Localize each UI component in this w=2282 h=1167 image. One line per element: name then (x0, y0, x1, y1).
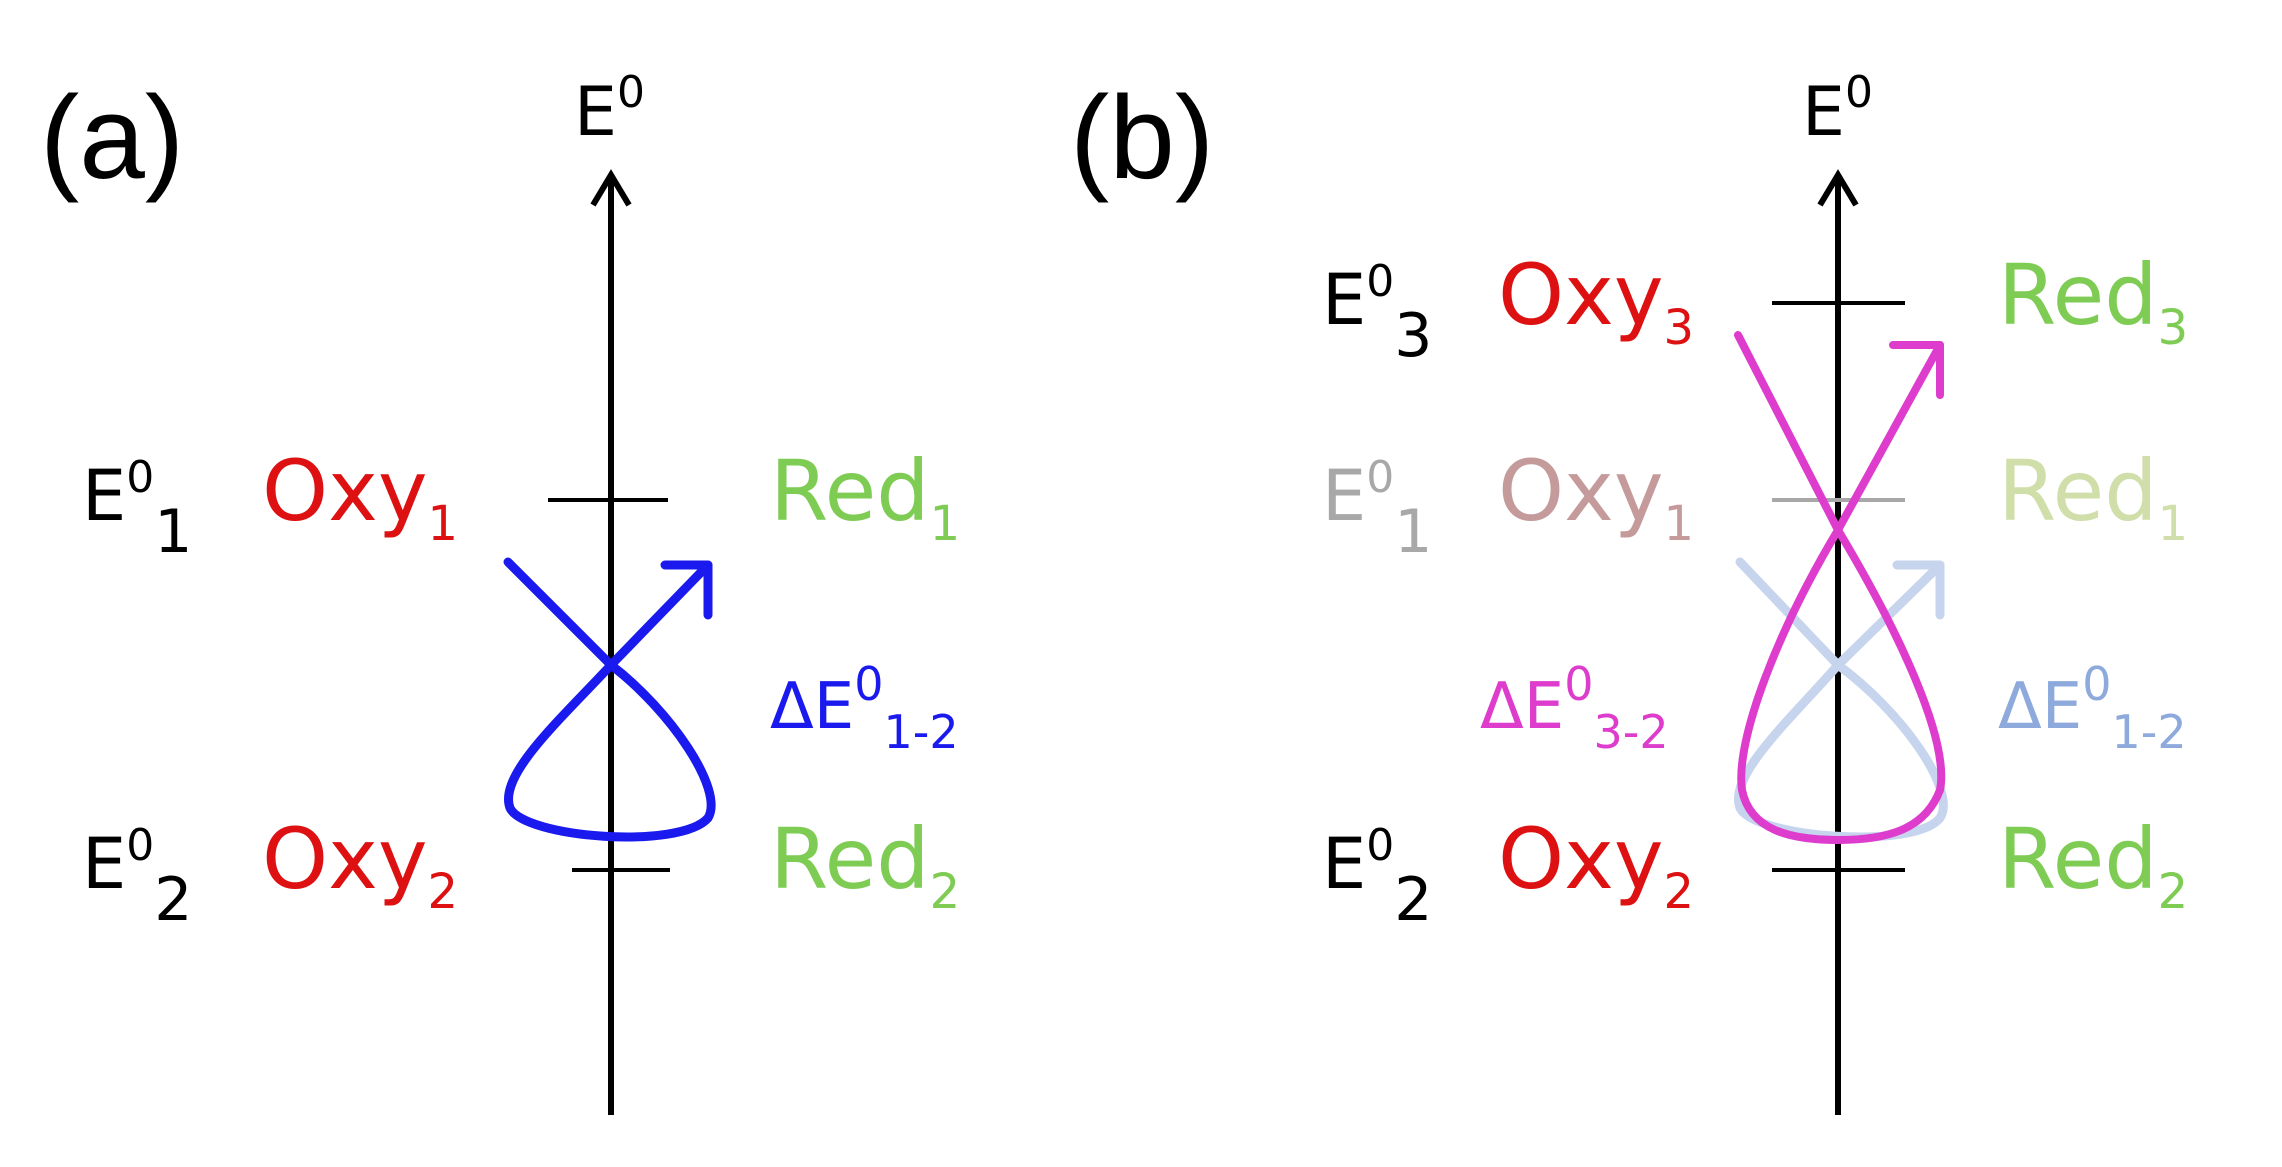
panel-b-red1-label: Red1 (1998, 442, 2188, 552)
panel-b-oxy3-label: Oxy3 (1498, 246, 1694, 356)
panel-b-cycle-loop (1734, 331, 1946, 844)
panel-a-cycle-loop (503, 557, 716, 842)
panel-a-level-2-labels: E02 Oxy2 Red2 (82, 810, 960, 935)
panel-b-axis (1817, 169, 1859, 1115)
panel-b-level-1-labels: E01 Oxy1 Red1 (1322, 442, 2188, 567)
panel-a-red1-label: Red1 (770, 442, 960, 552)
panel-b-red2-label: Red2 (1998, 810, 2188, 920)
panel-b: (b) E0 E03 Oxy3 Red3 E01 Oxy (1070, 67, 2188, 1115)
panel-b-level-3-labels: E03 Oxy3 Red3 (1322, 246, 2188, 371)
panel-b-delta-e-1-2-label: ΔE01-2 (1998, 657, 2187, 759)
panel-a-oxy2-label: Oxy2 (262, 810, 458, 920)
panel-b-label: (b) (1070, 72, 1214, 204)
panel-b-oxy1-label: Oxy1 (1498, 442, 1694, 552)
panel-a-axis (590, 169, 632, 1115)
panel-b-e2-label: E02 (1322, 820, 1432, 935)
panel-a-e1-label: E01 (82, 452, 192, 567)
panel-a: (a) E0 E01 Oxy1 Red1 ΔE01-2 E02 Oxy2 Red… (40, 67, 960, 1115)
panel-b-e1-label: E01 (1322, 452, 1432, 567)
panel-b-level-2-labels: E02 Oxy2 Red2 (1322, 810, 2188, 935)
panel-a-label: (a) (40, 72, 184, 204)
panel-b-red3-label: Red3 (1998, 246, 2188, 356)
panel-a-red2-label: Red2 (770, 810, 960, 920)
panel-a-e2-label: E02 (82, 820, 192, 935)
panel-b-e3-label: E03 (1322, 256, 1432, 371)
panel-b-oxy2-label: Oxy2 (1498, 810, 1694, 920)
panel-a-level-1-labels: E01 Oxy1 Red1 (82, 442, 960, 567)
panel-b-axis-label: E0 (1802, 67, 1873, 152)
panel-a-delta-e-label: ΔE01-2 (770, 657, 959, 759)
panel-b-delta-e-3-2-label: ΔE03-2 (1480, 657, 1669, 759)
panel-a-oxy1-label: Oxy1 (262, 442, 458, 552)
panel-a-axis-label: E0 (574, 67, 645, 152)
